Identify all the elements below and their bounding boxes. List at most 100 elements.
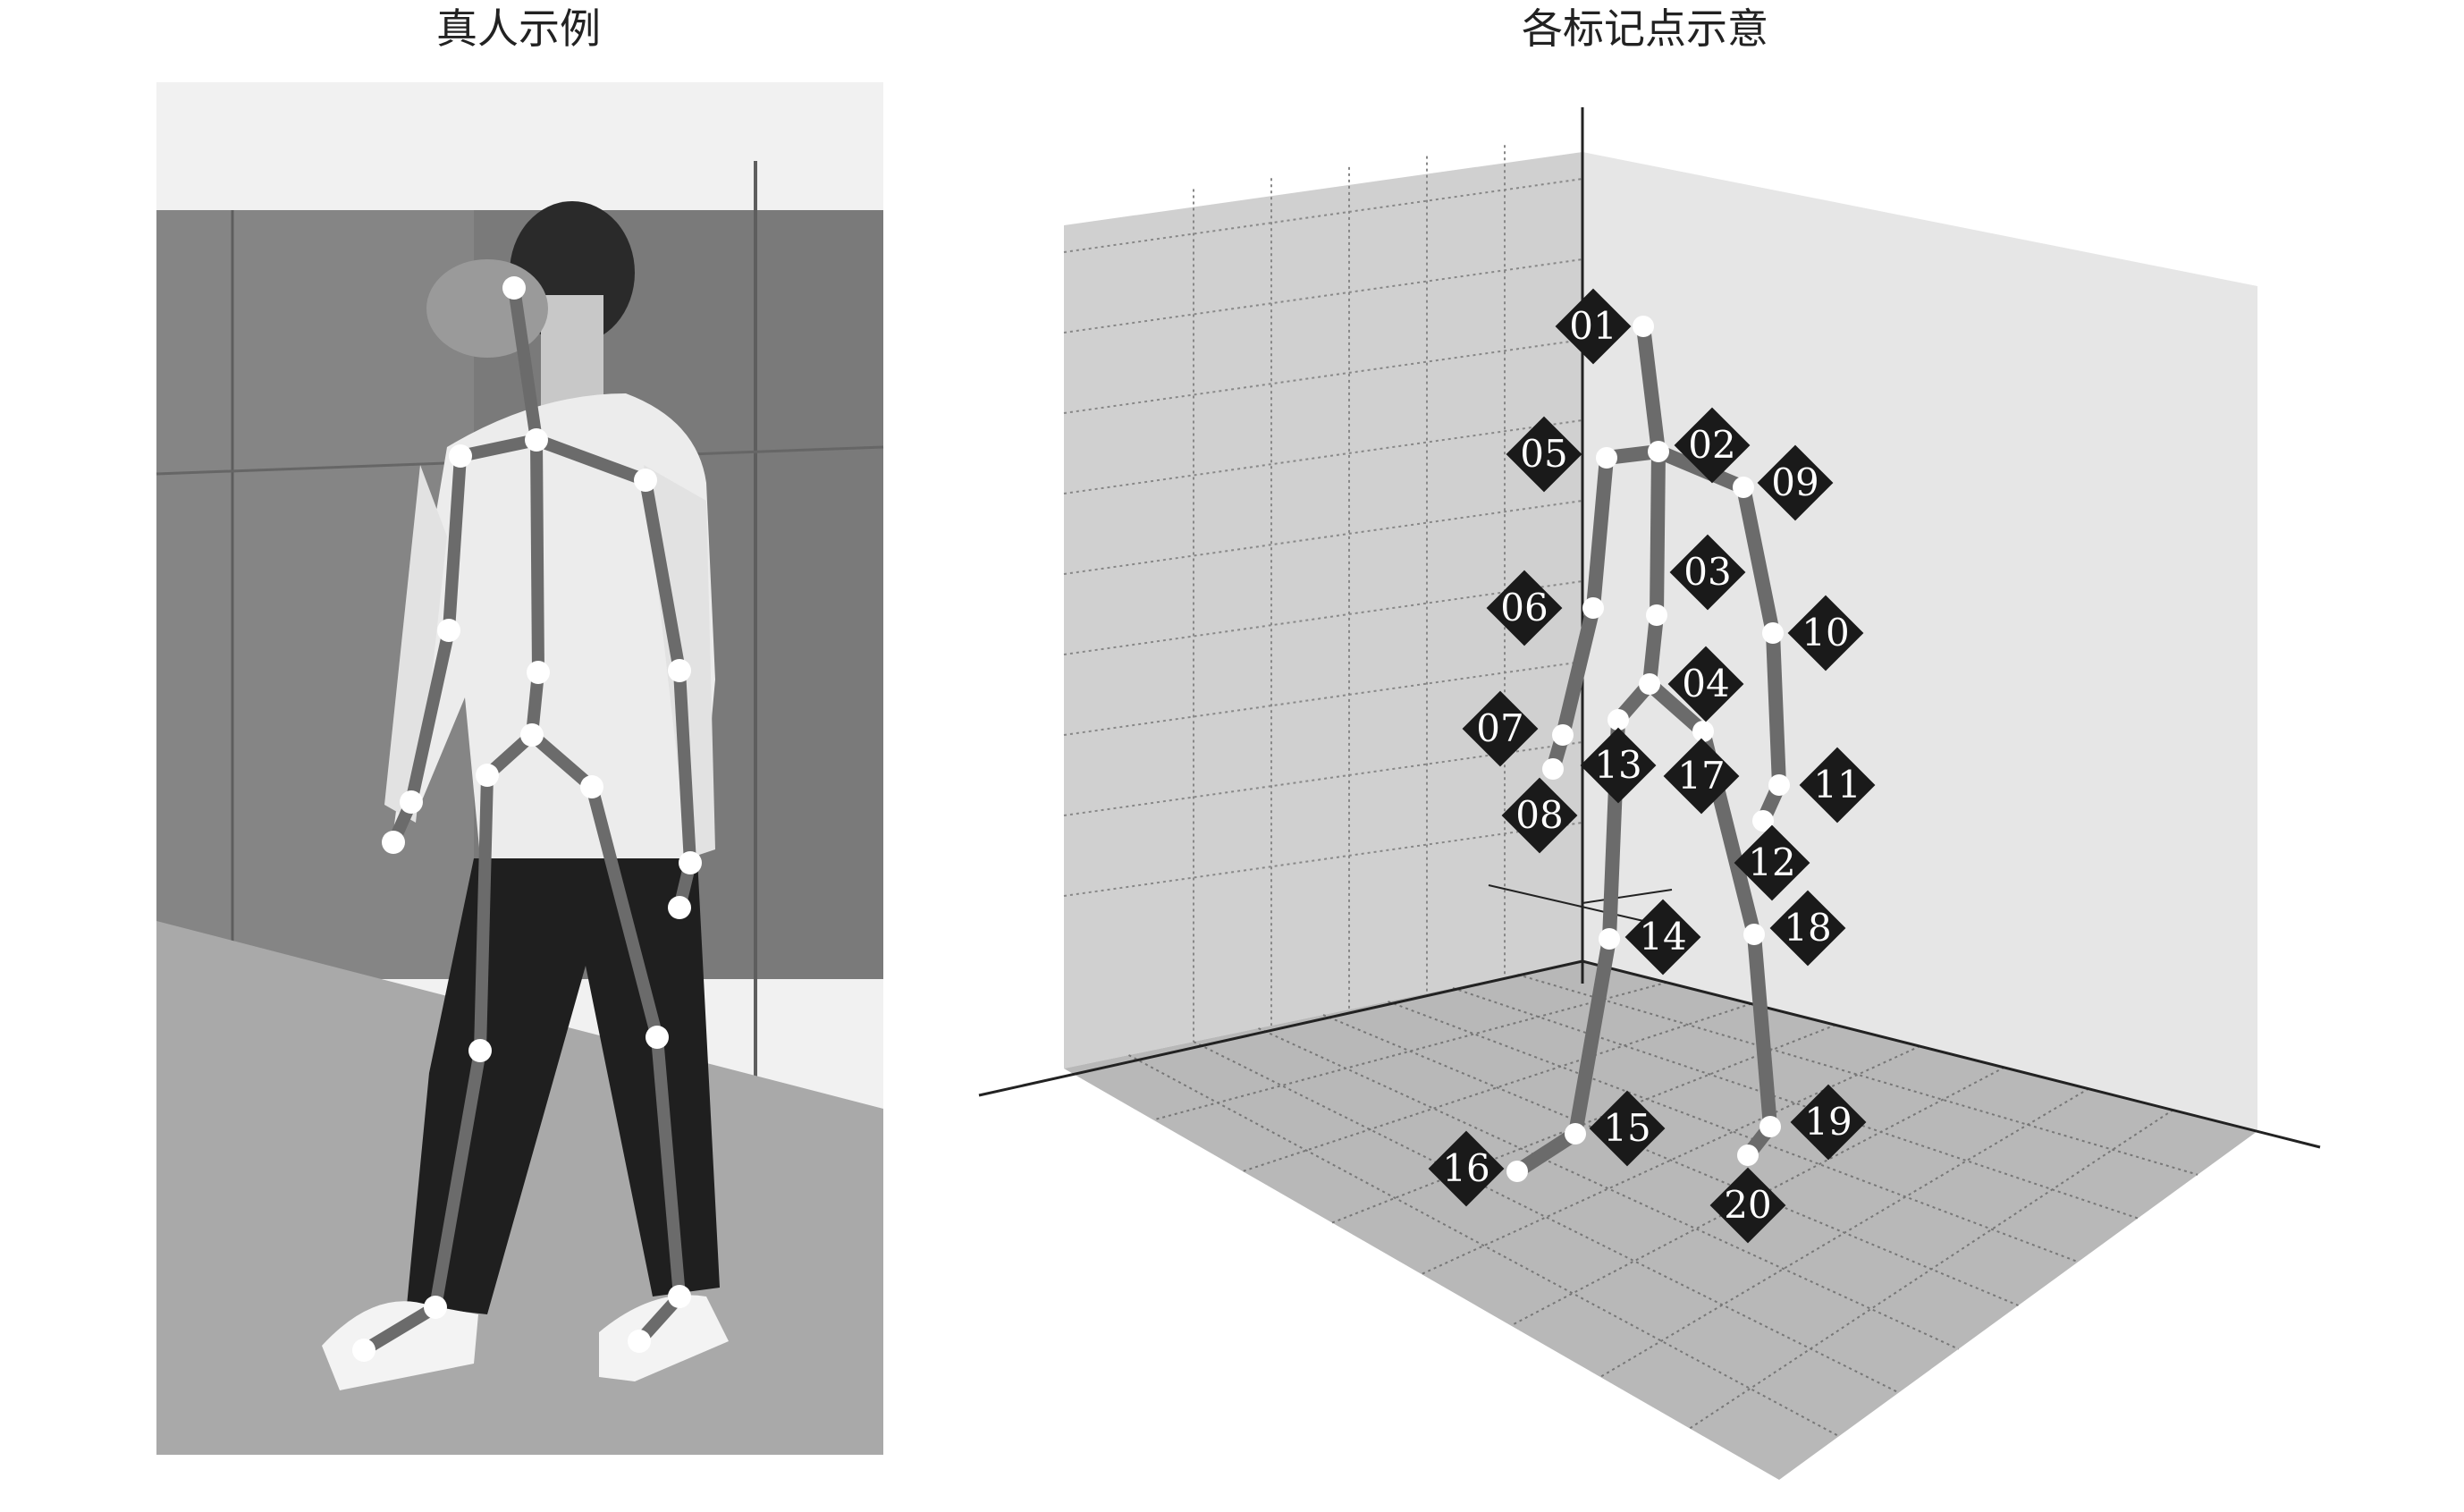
photo-joint-hip [520, 723, 544, 747]
person-left-sleeve [384, 465, 447, 823]
photo-joint-ra [668, 1285, 691, 1308]
marker-label-03: 03 [1669, 534, 1746, 611]
floor-grid-line [1599, 1087, 2089, 1378]
marker-number: 11 [1813, 763, 1861, 807]
joint-04 [1639, 673, 1660, 695]
photo-joint-rk [646, 1026, 669, 1049]
joint-09 [1733, 477, 1754, 498]
photo-bone-re-rw [673, 664, 696, 869]
joint-18 [1743, 924, 1765, 945]
marker-number: 04 [1682, 662, 1729, 705]
photo-bone-rs-re [639, 474, 686, 677]
floor-grid-line [1510, 1066, 2005, 1327]
origin-cross-axis [1582, 889, 1673, 904]
left-wall [1064, 152, 1582, 1069]
bone-02-03 [1650, 444, 1666, 622]
joint-05 [1596, 447, 1617, 469]
marker-label-13: 13 [1580, 727, 1657, 804]
photo-bone-rhip-rk [586, 781, 663, 1043]
marker-label-16: 16 [1428, 1130, 1505, 1207]
floor-grid-line [1152, 981, 1667, 1121]
origin-cross-axis [1488, 884, 1664, 926]
photo-joint-lw [400, 790, 423, 814]
face-mask [426, 259, 548, 358]
joint-11 [1768, 774, 1790, 796]
joint-07 [1552, 724, 1574, 746]
marker-number: 15 [1603, 1106, 1650, 1150]
marker-label-11: 11 [1799, 747, 1876, 824]
photo-joint-rw [679, 851, 702, 874]
joint-13 [1608, 709, 1629, 731]
joint-08 [1542, 758, 1564, 780]
marker-number: 01 [1569, 304, 1616, 348]
marker-number: 19 [1804, 1100, 1852, 1144]
marker-number: 02 [1688, 423, 1735, 467]
photo-joint-lhip [476, 764, 499, 787]
bone-18-19 [1747, 927, 1777, 1134]
photo-bone-la-lf [358, 1301, 442, 1356]
marker-number: 16 [1442, 1146, 1489, 1190]
photo-joint-head [502, 276, 526, 300]
bone-09-10 [1736, 480, 1780, 640]
marker-label-08: 08 [1501, 777, 1578, 854]
person-sweater [393, 393, 715, 885]
joint-10 [1762, 622, 1784, 644]
person-left-shoe [322, 1301, 478, 1390]
photo-joint-rhip [580, 775, 603, 798]
bone-10-11 [1766, 626, 1786, 792]
marker-number: 03 [1683, 550, 1731, 594]
marker-label-01: 01 [1555, 288, 1632, 365]
joint-06 [1582, 597, 1604, 619]
joint-14 [1599, 928, 1620, 950]
floor-grid-line [1388, 1001, 2079, 1263]
marker-number: 07 [1476, 706, 1523, 750]
marker-label-18: 18 [1769, 890, 1846, 967]
joint-03 [1646, 604, 1667, 626]
bone-03-04 [1642, 608, 1664, 691]
photo-bone-lk-la [429, 1044, 486, 1313]
marker-number: 13 [1594, 743, 1641, 787]
floor-grid-line [1242, 1002, 1752, 1172]
floor-grid-line [1689, 1109, 2174, 1430]
grid-lines [1063, 145, 2198, 1438]
joint-17 [1692, 721, 1714, 742]
floor-grid-line [1128, 1054, 1840, 1438]
photo-joint-lh [382, 831, 405, 854]
photo-joint-re [668, 659, 691, 682]
photo-bone-neck-ls [454, 434, 543, 462]
marker-label-06: 06 [1486, 570, 1563, 646]
marker-number: 06 [1500, 586, 1548, 629]
marker-label-02: 02 [1674, 407, 1751, 484]
bone-05-06 [1586, 451, 1614, 615]
marker-label-14: 14 [1624, 899, 1701, 976]
photo-bone-neck-mid [530, 434, 544, 679]
marker-label-09: 09 [1757, 444, 1834, 521]
joint-02 [1648, 441, 1669, 462]
marker-label-17: 17 [1663, 738, 1740, 815]
floor-grid-line [1322, 1014, 2019, 1306]
right-wall [1582, 152, 2257, 1131]
photo-joint-rs [634, 469, 657, 492]
person-right-shoe [599, 1295, 729, 1381]
photo-joint-ls [449, 444, 472, 468]
photo-joint-mid [527, 661, 550, 684]
photo-bone-lhip-lk [474, 769, 494, 1057]
photo-joint-rf [628, 1330, 651, 1353]
bone-06-07 [1556, 601, 1600, 742]
marker-label-19: 19 [1790, 1084, 1867, 1161]
bone-04-17 [1642, 677, 1710, 739]
marker-label-07: 07 [1462, 690, 1539, 767]
joint-12 [1752, 810, 1774, 832]
marker-label-12: 12 [1734, 824, 1810, 901]
diagram-skeleton [1506, 316, 1790, 1182]
photo-joint-lk [468, 1039, 492, 1062]
marker-number: 08 [1515, 793, 1563, 837]
bone-01-02 [1636, 319, 1666, 459]
photo-joint-la [424, 1296, 447, 1319]
joint-16 [1506, 1161, 1528, 1182]
marker-number: 17 [1677, 754, 1725, 798]
marker-label-05: 05 [1506, 416, 1582, 493]
marker-number: 18 [1784, 906, 1831, 950]
